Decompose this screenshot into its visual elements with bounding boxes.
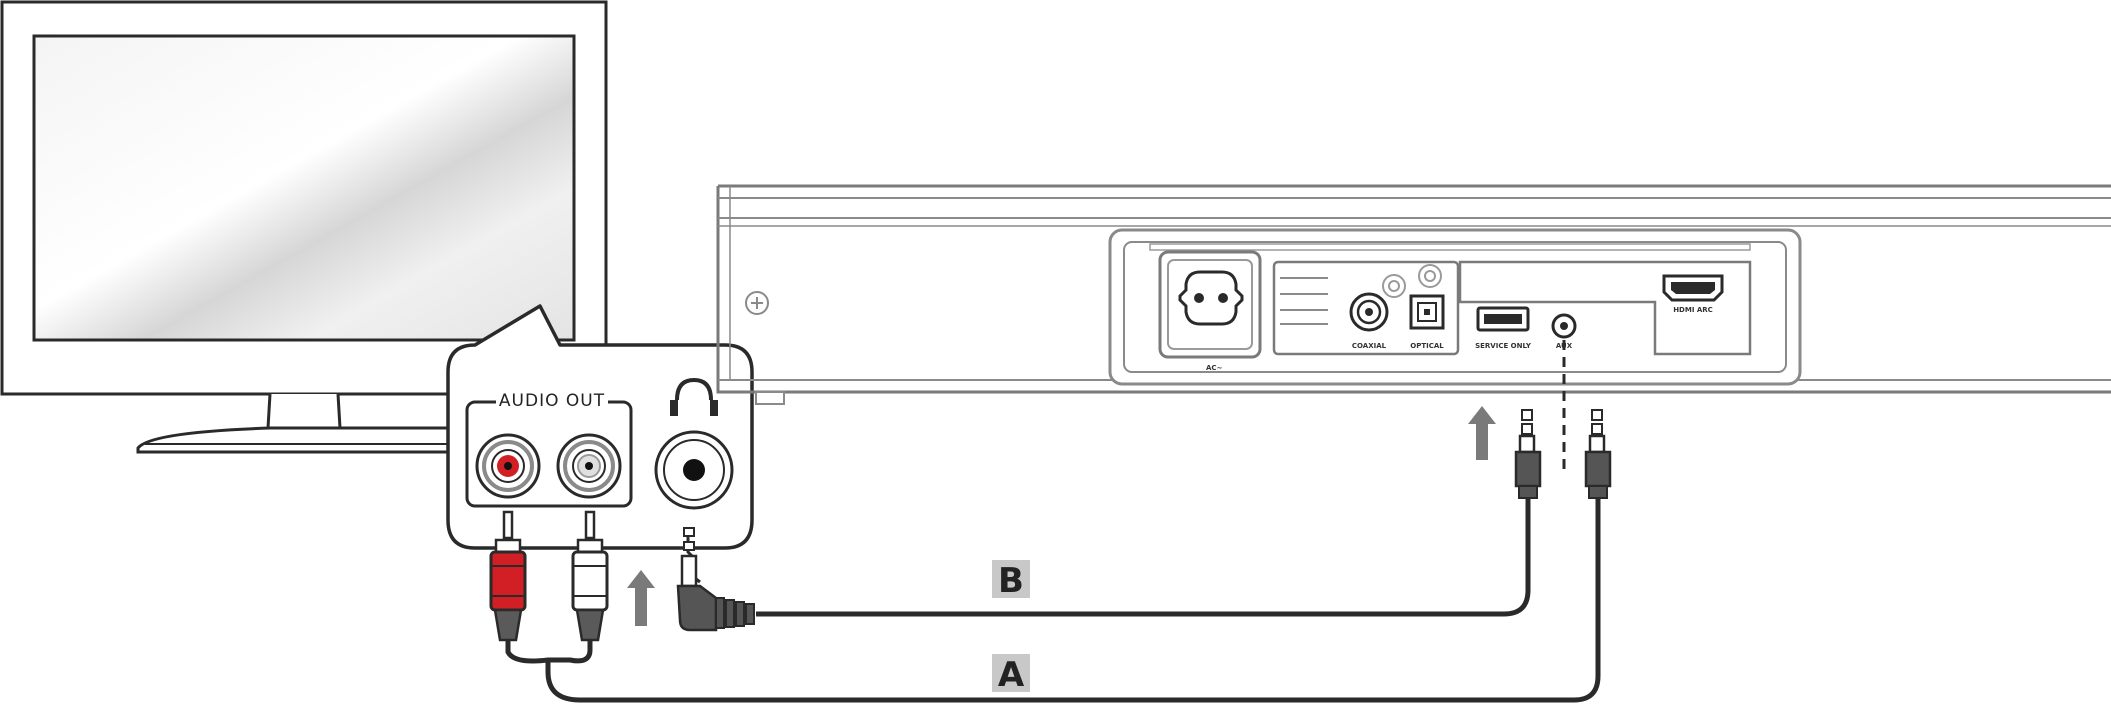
label-b-badge: B [992,560,1030,601]
hdmi-label: HDMI ARC [1673,306,1713,314]
arrow-up-icon-panel [627,570,655,626]
audio-out-label: AUDIO OUT [499,391,605,411]
rca-red-jack [475,433,541,499]
label-a: A [998,655,1025,695]
rca-white-jack [556,433,622,499]
cable-b [756,498,1531,617]
headphone-jack [654,430,734,510]
aux-plug-a [1584,409,1612,499]
usb-label: SERVICE ONLY [1475,342,1532,350]
coaxial-label: COAXIAL [1352,342,1387,350]
ac-label: AC~ [1206,364,1223,372]
screw-left [745,291,769,315]
rca-white-plug [571,510,609,642]
label-a-badge: A [992,654,1030,695]
headphone-icon [670,377,718,416]
angled-3-5mm-plug [676,527,755,632]
arrow-up-icon [1468,406,1496,460]
label-b: B [998,561,1024,601]
tv-stand [136,426,472,454]
coaxial-port: COAXIAL [1349,264,1442,350]
cable-a [505,498,1601,703]
aux-plug-b [1514,409,1542,499]
rca-red-plug [489,510,527,642]
usb-port: SERVICE ONLY [1475,306,1532,350]
ac-power-socket: AC~ [1158,250,1262,372]
tv [0,0,608,454]
hdmi-port: HDMI ARC [1662,274,1724,314]
optical-port: OPTICAL [1409,294,1445,350]
tv-neck [266,393,342,430]
tv-screen [32,34,576,342]
tv-connector-panel: AUDIO OUT [446,304,754,550]
soundbar: AC~ COAXIAL OPTICAL [716,184,2111,405]
optical-label: OPTICAL [1410,342,1444,350]
